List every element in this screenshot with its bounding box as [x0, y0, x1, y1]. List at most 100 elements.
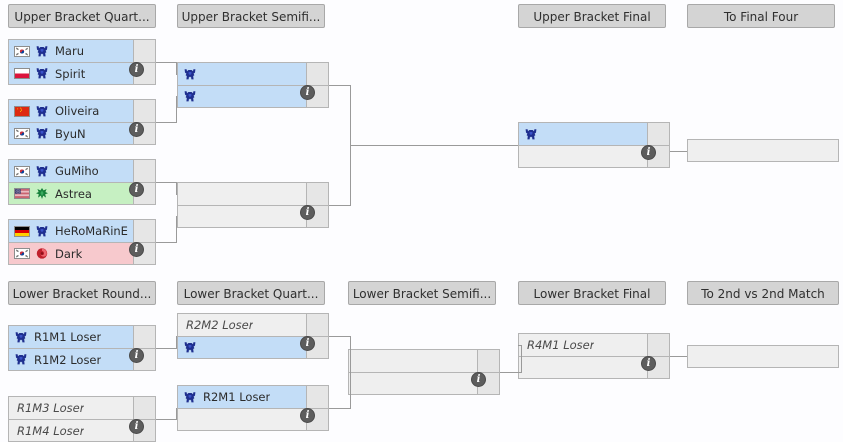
participant-row[interactable]: R1M3 Loser [9, 397, 134, 419]
score-cell [648, 355, 669, 379]
participant-row[interactable]: R1M4 Loser [9, 419, 134, 441]
participant-name: Oliveira [55, 104, 100, 118]
participant-row[interactable] [178, 336, 307, 358]
info-icon[interactable]: i [300, 408, 315, 423]
match-rows: R2M1 Loser [178, 386, 307, 430]
bracket-connector [350, 372, 351, 409]
bracket-connector [329, 85, 351, 86]
participant-row[interactable]: Dark [9, 242, 134, 264]
terran-race-icon [523, 127, 538, 141]
info-icon[interactable]: i [129, 122, 144, 137]
protoss-race-icon [34, 187, 49, 201]
participant-row[interactable]: R2M1 Loser [178, 386, 307, 408]
score-cell [134, 121, 155, 145]
participant-name: R4M1 Loser [527, 338, 595, 352]
participant-row[interactable] [519, 123, 648, 145]
participant-row[interactable] [178, 85, 307, 107]
info-icon[interactable]: i [641, 356, 656, 371]
info-icon[interactable]: i [300, 336, 315, 351]
participant-row[interactable]: R4M1 Loser [519, 334, 648, 356]
round-header[interactable]: Lower Bracket Quart... [177, 281, 325, 305]
bracket-connector [329, 408, 351, 409]
participant-name: GuMiho [55, 164, 99, 178]
participant-row[interactable]: R1M1 Loser [9, 326, 134, 348]
bracket-connector [350, 85, 351, 145]
info-icon[interactable]: i [300, 85, 315, 100]
participant-row[interactable]: Maru [9, 40, 134, 62]
participant-row[interactable] [349, 350, 478, 372]
participant-row[interactable] [178, 183, 307, 205]
participant-name: R1M4 Loser [17, 423, 85, 438]
participant-row[interactable] [519, 145, 648, 167]
info-icon[interactable]: i [300, 205, 315, 220]
flag-kr-icon [14, 248, 30, 259]
participant-row[interactable] [519, 356, 648, 378]
info-icon[interactable]: i [129, 242, 144, 257]
zerg-race-icon [34, 247, 49, 261]
participant-row[interactable]: GuMiho [9, 160, 134, 182]
terran-race-icon [13, 353, 28, 367]
score-cell [134, 160, 155, 182]
score-cell [134, 418, 155, 442]
participant-name: R2M2 Loser [186, 318, 254, 332]
round-header[interactable]: Lower Bracket Round... [8, 281, 156, 305]
info-icon[interactable]: i [129, 182, 144, 197]
info-icon[interactable]: i [129, 419, 144, 434]
score-cell [134, 397, 155, 419]
bracket-connector [350, 336, 351, 373]
participant-row[interactable] [178, 205, 307, 227]
score-cell [134, 326, 155, 348]
match-box-lb-qf1[interactable]: R2M2 Loser [177, 313, 329, 359]
bracket-connector [156, 182, 177, 183]
round-header[interactable]: Upper Bracket Quart... [8, 4, 156, 28]
participant-row[interactable]: Spirit [9, 62, 134, 84]
bracket-connector [670, 356, 687, 357]
participant-row[interactable]: Astrea [9, 182, 134, 204]
round-header[interactable]: Lower Bracket Final [518, 281, 666, 305]
round-header[interactable]: Upper Bracket Semifi... [177, 4, 325, 28]
match-box-lb-qf2[interactable]: R2M1 Loser [177, 385, 329, 431]
info-icon[interactable]: i [471, 372, 486, 387]
participant-name: ByuN [55, 126, 86, 141]
round-header[interactable]: Lower Bracket Semifi... [348, 281, 496, 305]
bracket-connector [176, 336, 177, 349]
round-header[interactable]: Upper Bracket Final [518, 4, 666, 28]
bracket-connector [156, 62, 177, 63]
bracket-connector [156, 122, 177, 123]
score-cell [307, 63, 328, 85]
participant-row[interactable]: HeRoMaRinE [9, 220, 134, 242]
participant-row[interactable] [688, 346, 838, 367]
match-rows: R4M1 Loser [519, 334, 648, 378]
terran-race-icon [34, 67, 49, 81]
flag-de-icon [14, 225, 30, 237]
participant-row[interactable]: R2M2 Loser [178, 314, 307, 336]
round-header[interactable]: To 2nd vs 2nd Match [687, 281, 839, 305]
match-rows: R2M2 Loser [178, 314, 307, 358]
bracket-connector [521, 345, 522, 373]
terran-race-icon [34, 44, 49, 58]
match-box-ub-dest[interactable] [687, 139, 839, 162]
match-box-lb-dest[interactable] [687, 345, 839, 368]
score-cell [134, 61, 155, 85]
info-icon[interactable]: i [129, 62, 144, 77]
round-header[interactable]: To Final Four [687, 4, 835, 28]
score-cell [134, 347, 155, 371]
score-cell [648, 334, 669, 356]
info-icon[interactable]: i [129, 348, 144, 363]
match-box-ub-final[interactable] [518, 122, 670, 168]
participant-row[interactable] [349, 372, 478, 394]
bracket-connector [329, 336, 351, 337]
participant-row[interactable] [688, 140, 838, 161]
participant-row[interactable]: ByuN [9, 122, 134, 144]
participant-row[interactable] [178, 63, 307, 85]
info-icon[interactable]: i [641, 145, 656, 160]
participant-row[interactable] [178, 408, 307, 430]
participant-row[interactable]: Oliveira [9, 100, 134, 122]
flag-cn-icon [14, 105, 30, 117]
participant-row[interactable]: R1M2 Loser [9, 348, 134, 370]
